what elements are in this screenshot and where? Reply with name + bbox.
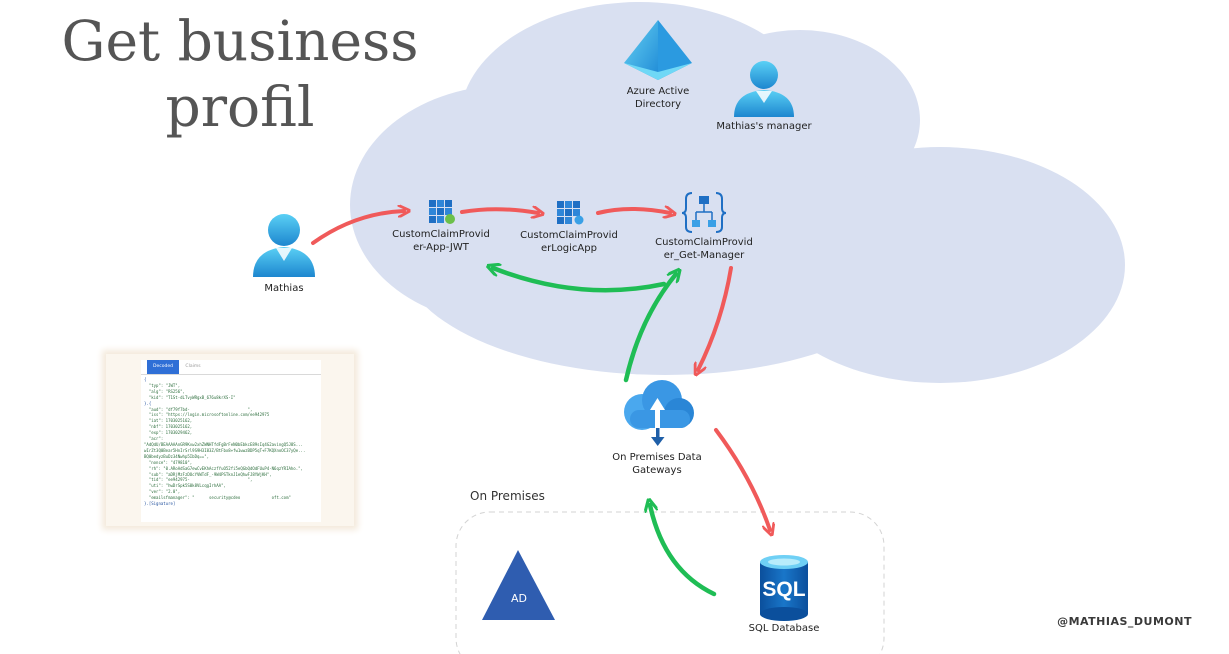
token-line: "iat": 1703025162, <box>144 418 193 424</box>
token-line: "AdQdU/BEAAAAAnGR9Kvw2xhZWNHTfdFgBrFeN0b… <box>144 441 303 447</box>
azure-cloud-shape <box>350 2 1125 383</box>
aad-label: Azure Active Directory <box>608 85 708 111</box>
arrow-sql-to-gateway <box>650 505 717 597</box>
token-line: "nonce": "479810", <box>144 459 193 465</box>
token-tabs: Decoded Token Claims <box>141 360 321 383</box>
token-line: "rh": "0.ARoAdSaG7ewCvEKhAczfYuO52fi5eQG… <box>144 465 303 471</box>
page-title: Get business profil <box>61 9 419 139</box>
token-line: "typ": "JWT", <box>149 382 181 388</box>
token-line: "iss": "https://login.microsoftonline.co… <box>144 412 270 418</box>
app-grid-icon <box>557 201 584 225</box>
aad-label-line2: Directory <box>634 99 682 110</box>
jwt-app-label-line2: er-App-JWT <box>413 242 469 253</box>
jwt-app-label: CustomClaimProvid er-App-JWT <box>386 228 496 254</box>
data-gateway-cloud-icon <box>624 380 694 446</box>
token-line: BQ0bedyzBuDz34Nwhp5IbDq==", <box>144 453 210 459</box>
tab-claims: Claims <box>185 364 201 369</box>
arrow-gateway-to-sql <box>714 428 770 530</box>
token-line: "kid": "T1St-dLTvyWRgxB_676u8krXS-I" <box>144 394 236 400</box>
gateway-label: On Premises Data Gateways <box>602 451 712 477</box>
arrow-logicapp-to-getmanager <box>596 209 670 213</box>
arrow-getmanager-to-gateway <box>698 266 733 370</box>
token-line: "sub": "aDRjMzFzDOcYVWTdF_-9W4PSTknJ1eQh… <box>144 471 272 477</box>
token-line: "exp": 1703029462, <box>144 430 193 436</box>
token-line: }.{ <box>144 400 152 406</box>
jwt-app-label-line1: CustomClaimProvid <box>392 229 490 240</box>
user-label: Mathias <box>264 283 304 294</box>
token-line: "aud": "df79f7bd- ", <box>144 406 253 412</box>
arrow-user-to-jwt-app <box>311 211 404 245</box>
token-panel: Decoded Token Claims { "typ": "JWT", "al… <box>141 360 321 522</box>
token-line: "acr": <box>144 436 164 442</box>
arrow-gateway-to-getmanager <box>623 274 676 383</box>
tab-decoded-token: Decoded Token <box>147 360 179 383</box>
token-line: "alg": "RS256", <box>144 388 185 394</box>
arrow-jwt-to-logicapp <box>460 209 538 213</box>
get-manager-label: CustomClaimProvid er_Get-Manager <box>648 236 760 262</box>
on-premises-boundary <box>455 511 885 654</box>
ad-triangle-icon <box>482 550 555 620</box>
decoded-token-screenshot: Decoded Token Claims { "typ": "JWT", "al… <box>106 354 354 526</box>
token-line: "nbf": 1703025162, <box>144 424 193 430</box>
gateway-label-line2: Gateways <box>632 465 682 476</box>
sql-icon-text: SQL <box>762 578 805 601</box>
token-line: "tid": "ee942975- ", <box>144 477 253 483</box>
sql-database-icon <box>760 555 808 621</box>
aad-label-line1: Azure Active <box>626 86 690 97</box>
sql-label: SQL Database <box>748 623 820 634</box>
logic-app-label-line2: erLogicApp <box>541 243 597 254</box>
token-line: "emailsfmanager": " security@cdeo oft.co… <box>144 495 291 501</box>
token-line: { <box>144 377 147 382</box>
logic-app-label: CustomClaimProvid erLogicApp <box>514 229 624 255</box>
ad-triangle-label: AD <box>511 592 527 605</box>
token-line: }.[Signature] <box>144 501 176 507</box>
token-line: "ver": "2.0", <box>144 489 181 495</box>
manager-label: Mathias's manager <box>716 121 812 132</box>
user-icon <box>253 214 315 277</box>
get-manager-label-line2: er_Get-Manager <box>663 250 745 261</box>
token-line: "uti": "hwDrSpk5S0k8VLcqgIrhAA", <box>144 483 226 489</box>
get-manager-label-line1: CustomClaimProvid <box>655 237 753 248</box>
app-grid-icon <box>429 200 455 224</box>
logic-app-workflow-icon <box>681 192 727 233</box>
user-icon <box>734 61 794 117</box>
token-line: wIrZt3Q0Bear5HnIrSrl9S9H3I83Z/BtFbx8+fw1… <box>144 447 306 453</box>
azure-ad-pyramid-icon <box>624 20 692 80</box>
author-handle: @MATHIAS_DUMONT <box>1057 615 1192 628</box>
arrow-getmanager-to-jwt-app <box>493 268 667 293</box>
on-premises-label: On Premises <box>470 489 545 503</box>
token-body: { "typ": "JWT", "alg": "RS256", "kid": "… <box>141 375 321 509</box>
logic-app-label-line1: CustomClaimProvid <box>520 230 618 241</box>
gateway-label-line1: On Premises Data <box>612 452 702 463</box>
